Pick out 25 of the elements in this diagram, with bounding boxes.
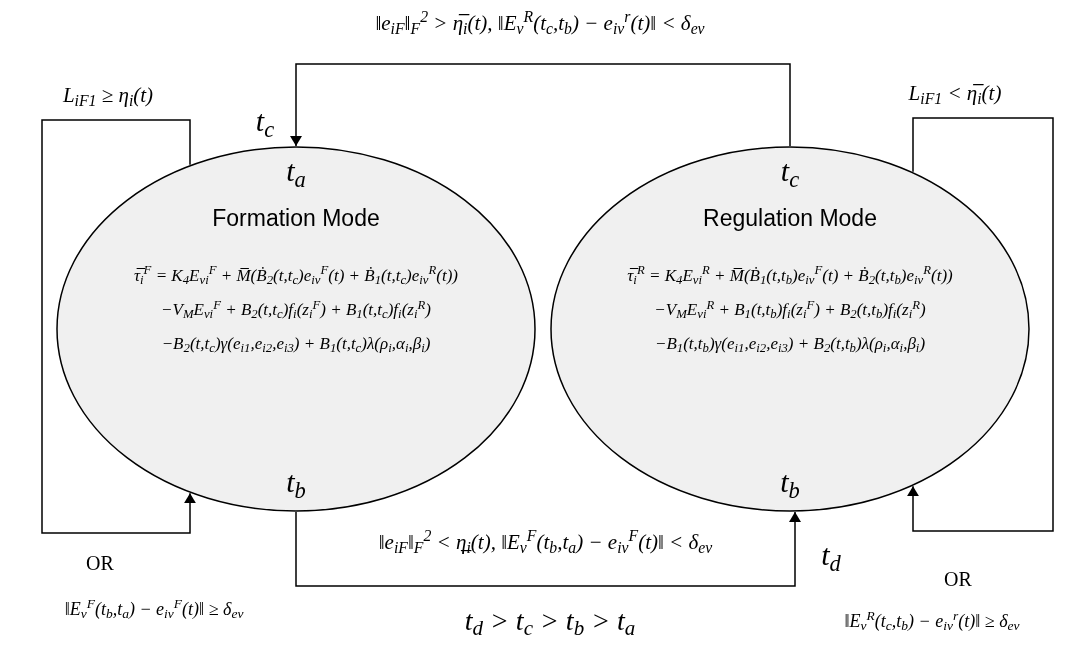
condition-label: t$_{d}$ > t$_{c}$ > t$_{b}$ > t$_{a}$ [464, 606, 636, 637]
control-law-equation: −V$_{M}$E$_{vi}$$^{R}$ + B$_{1}$(t,t$_{b}$)f$_{i}$(z$_{i}$$^{F}$) + B$_{2}$(t,t$_{b}$)f$_{i}$(z$_{i}$$^{R}$) [654, 299, 926, 321]
control-law-equation: −V$_{M}$E$_{vi}$$^{F}$ + B$_{2}$(t,t$_{c}$)f$_{i}$(z$_{i}$$^{F}$) + B$_{1}$(t,t$_{c}$)f$_{i}$(z$_{i}$$^{R}$) [161, 299, 431, 321]
or-label: OR [944, 568, 972, 590]
condition-label: ‖E$_{v}$$^{F}$(t$_{b}$,t$_{a}$) − e$_{iv}$$^{F}$(t)‖ ≥ δ$_{ev}$ [64, 600, 244, 620]
mode-ellipse [56, 146, 536, 512]
time-label: t$_{c}$ [780, 154, 800, 187]
arrow [41, 119, 196, 534]
arrow [907, 117, 1054, 532]
control-law-equation: τ̅$_{i}$$^{F}$ = K$_{4}$E$_{vi}$$^{F}$ + M̅(Ḃ$_{2}$(t,t$_{c}$)e$_{iv}$$^{F}$(t) + Ḃ$_{1}$(t,t$_{c}$)e$_{iv}$$^{R}$(t)) [133, 265, 459, 286]
time-label: t$_{a}$ [286, 154, 306, 187]
arrow [290, 63, 791, 147]
mode-ellipse [550, 146, 1030, 512]
condition-label: t$_{c}$ [255, 104, 275, 137]
condition-label: t$_{d}$ [821, 538, 841, 571]
control-law-equation: −B$_{1}$(t,t$_{b}$)γ(e$_{i1}$,e$_{i2}$,e$_{i3}$) + B$_{2}$(t,t$_{b}$)λ(ρ$_{i}$,α$_{i}$,β$_{i}$) [654, 334, 926, 355]
time-label: t$_{b}$ [286, 465, 306, 498]
or-label: OR [86, 552, 114, 574]
time-label: t$_{b}$ [780, 465, 800, 498]
control-law-equation: −B$_{2}$(t,t$_{c}$)γ(e$_{i1}$,e$_{i2}$,e$_{i3}$) + B$_{1}$(t,t$_{c}$)λ(ρ$_{i}$,α$_{i}$,β$_{i}$) [161, 334, 431, 355]
condition-label: ‖E$_{v}$$^{R}$(t$_{c}$,t$_{b}$) − e$_{iv}$$^{r}$(t)‖ ≥ δ$_{ev}$ [844, 612, 1020, 632]
control-law-equation: τ̅$_{i}$$^{R}$ = K$_{4}$E$_{vi}$$^{R}$ + M̅(Ḃ$_{1}$(t,t$_{b}$)e$_{iv}$$^{F}$(t) + Ḃ$_{2}$(t,t$_{b}$)e$_{iv}$$^{R}$(t)) [627, 265, 953, 286]
arrow [295, 511, 801, 587]
mode-title: Regulation Mode [703, 204, 877, 233]
mode-title: Formation Mode [212, 204, 380, 233]
